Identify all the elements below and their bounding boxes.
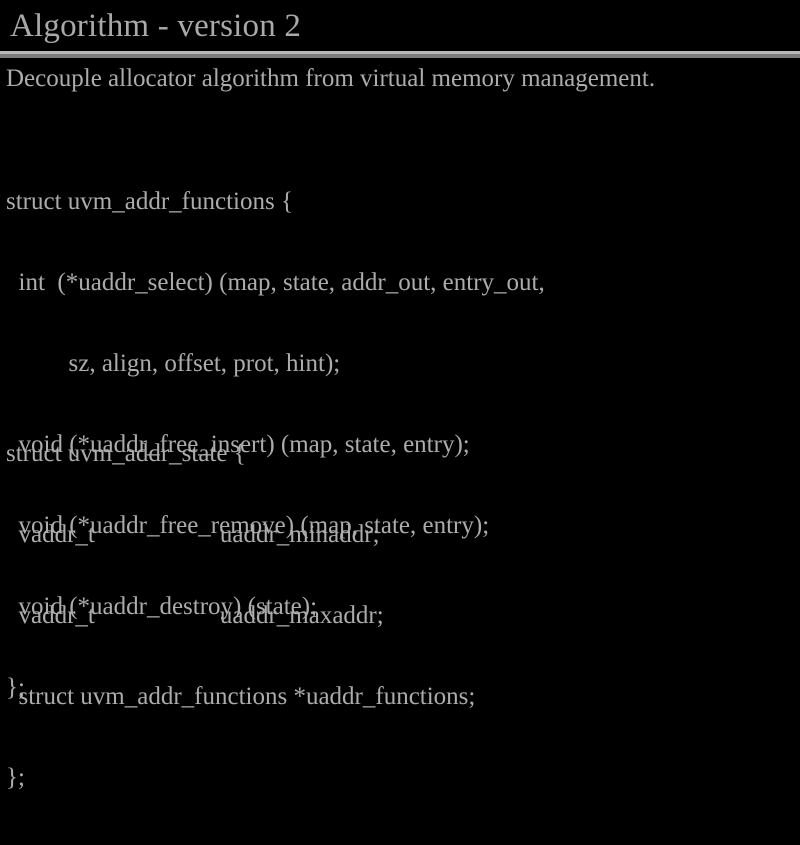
code-line: vaddr_t uaddr_minaddr; (6, 521, 380, 548)
intro-text: Decouple allocator algorithm from virtua… (6, 65, 656, 92)
code-block-uvm-addr-state: struct uvm_addr_state { vaddr_t uaddr_mi… (6, 386, 475, 845)
code-line: struct uvm_addr_functions { (6, 188, 293, 215)
divider-dark-band (0, 54, 800, 58)
code-line: vaddr_t uaddr_maxaddr; (6, 602, 384, 629)
code-line: void (*uaddr_free_remove) (map, state, e… (6, 512, 490, 539)
code-line: struct uvm_addr_state { (6, 440, 246, 467)
code-line: }; (6, 764, 25, 791)
title-divider (0, 51, 800, 58)
code-line: void (*uaddr_free_insert) (map, state, e… (6, 431, 470, 458)
divider-light-band (0, 51, 800, 54)
code-line: sz, align, offset, prot, hint); (6, 350, 341, 377)
slide-title: Algorithm - version 2 (10, 8, 302, 44)
presentation-slide: Algorithm - version 2 Decouple allocator… (0, 8, 800, 791)
code-line: struct uvm_addr_functions *uaddr_functio… (6, 683, 476, 710)
code-line: int (*uaddr_select) (map, state, addr_ou… (6, 269, 545, 296)
